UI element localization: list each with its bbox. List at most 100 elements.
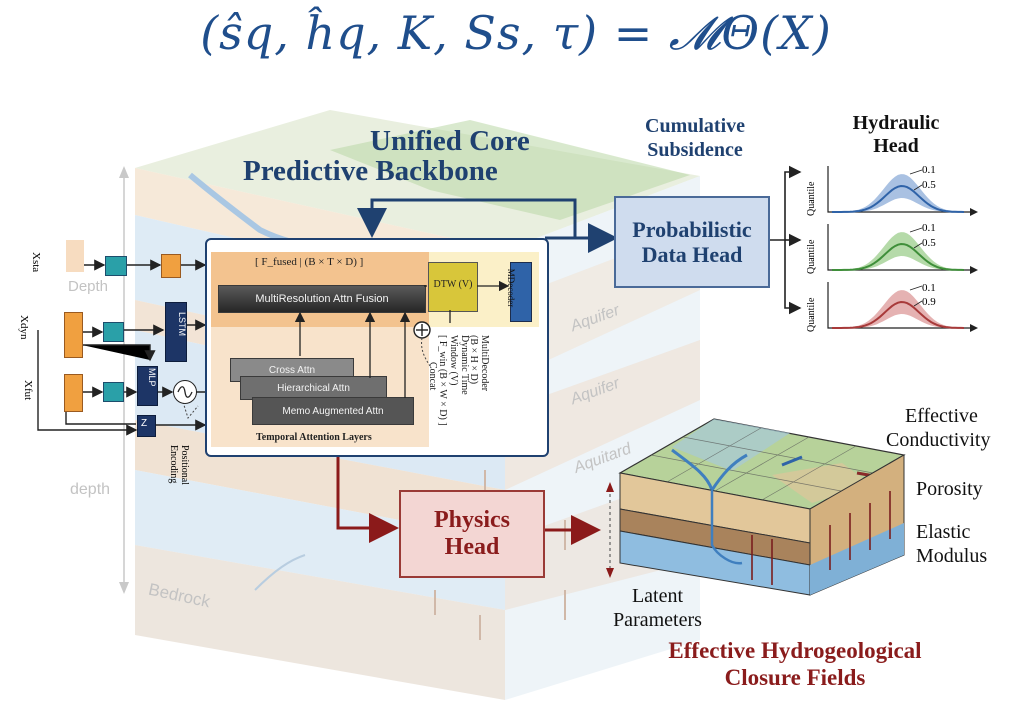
effective-conductivity-line2: Conductivity	[886, 429, 991, 451]
physics-head-line2: Head	[444, 534, 500, 560]
quantile-axis-arrow	[970, 208, 978, 216]
quantile-median-line	[832, 184, 965, 213]
prob-head-line2: Data Head	[641, 242, 743, 267]
dynamic-window-line1: Dynamic Time	[459, 335, 470, 395]
quantile-leader-line	[909, 169, 923, 175]
hydrogeological-field-cube	[618, 418, 906, 596]
dtw-block: DTW (V)	[428, 262, 478, 312]
quantile-axis	[827, 224, 970, 271]
xdyn-label: Xdyn	[18, 315, 30, 340]
positional-encoding-line2: Encoding	[168, 445, 179, 484]
elastic-modulus-line2: Modulus	[916, 545, 988, 567]
wire-xdyn-left-bus	[37, 330, 138, 436]
hydraulic-line2: Head	[873, 135, 919, 157]
stratum-bedrock	[135, 545, 505, 700]
prob-head-line1: Probabilistic	[632, 217, 752, 242]
quantile-1-label-a: 0.1	[922, 164, 936, 176]
latent-line1: Latent	[631, 585, 684, 607]
quantile-band	[832, 174, 964, 212]
closure-fields-title: Effective Hydrogeological Closure Fields	[630, 637, 960, 691]
right-face-band-2	[505, 340, 700, 490]
quantile-leader-line	[909, 285, 923, 291]
xsta-label: Xsta	[30, 252, 42, 273]
depth-axis-top-arrow	[119, 166, 129, 178]
quantile-2-ylabel: Quantile	[806, 239, 817, 274]
quantile-axis	[827, 282, 970, 329]
positional-encoding-label: Positional Encoding	[168, 445, 190, 485]
quantile-band	[832, 290, 964, 328]
effective-conductivity-line1: Effective	[905, 405, 978, 427]
quantile-axis-arrow	[970, 324, 978, 332]
pe-dashed-feed	[182, 401, 199, 420]
cube-conduit	[710, 490, 743, 565]
mlp-block-top	[161, 254, 181, 278]
sine-wave-icon	[177, 386, 193, 398]
multidecoder-annotation-line1: MultiDecoder	[479, 335, 490, 392]
wire-xfut-z	[65, 410, 136, 425]
dtw-block-label: DTW (V)	[433, 279, 473, 290]
model-formula: (ŝq, ĥq, K, Ss, τ) = 𝓜Θ(X)	[200, 6, 832, 60]
vsn-block-top	[105, 256, 127, 276]
vsn-block-middle	[103, 322, 124, 342]
quantile-3-label-b: 0.9	[922, 296, 936, 308]
dynamic-window-line2: Window (V)	[448, 335, 459, 386]
cube-top-field-tan	[772, 463, 872, 503]
closure-line1: Effective Hydrogeological	[668, 638, 922, 663]
elastic-modulus-line1: Elastic	[916, 521, 971, 543]
depth-label-bottom: depth	[70, 481, 111, 498]
dashed-range-bottom-head	[606, 568, 614, 578]
cube-vertical-arrows	[751, 491, 891, 585]
cube-top-grid	[650, 427, 874, 501]
quantile-plot-2	[827, 224, 978, 274]
quantile-3-label-a: 0.1	[922, 282, 936, 294]
quantile-leader-line	[913, 242, 923, 249]
vsn-block-bottom	[103, 382, 124, 402]
memo-attn-block: Memo Augmented Attn	[252, 397, 414, 425]
quantile-plot-3	[827, 282, 978, 332]
feedback-loop-arrow	[357, 198, 577, 238]
cumulative-line2: Subsidence	[647, 139, 743, 161]
cube-right-face-water	[810, 523, 904, 595]
hydraulic-line1: Hydraulic	[852, 112, 940, 134]
quantile-2-label-b: 0.5	[922, 237, 936, 249]
quantile-axis	[827, 166, 970, 213]
quantile-leader-line	[909, 227, 923, 233]
core-label-line2: Predictive Backbone	[243, 155, 498, 187]
multidecoder-annotation: MultiDecoder (B × H × D)	[468, 335, 490, 405]
fan-to-quantile-1	[768, 165, 802, 241]
positional-encoding-line1: Positional	[179, 445, 190, 486]
quantile-panel-1: Quantile 0.1 0.5	[806, 160, 980, 224]
z-block	[137, 415, 156, 437]
cube-flow-arrow-1	[781, 455, 803, 467]
wire-xdyn-down	[82, 344, 156, 362]
backbone-internal-arrows	[294, 280, 510, 398]
elastic-modulus-label: Elastic Modulus	[916, 520, 987, 568]
dynamic-window-annotation: Dynamic Time Window (V) [ F_win (B × W ×…	[437, 335, 470, 455]
concat-label: Concat	[427, 362, 438, 391]
depth-axis-bottom-arrow	[119, 582, 129, 594]
depth-label-top: Depth	[68, 278, 109, 295]
xdyn-tensor	[64, 312, 83, 358]
z-label: Z	[141, 418, 148, 429]
quantile-3-ylabel: Quantile	[806, 297, 817, 332]
fused-feature-label: [ F_fused | (B × T × D) ]	[255, 256, 364, 268]
physics-head-box: Physics Head	[399, 490, 545, 578]
porosity-label: Porosity	[916, 478, 983, 500]
hydraulic-head-label: Hydraulic Head	[826, 112, 966, 158]
mdecoder-block	[510, 262, 532, 322]
xsta-tensor	[66, 240, 84, 272]
xfut-label: Xfut	[22, 380, 34, 401]
mlp-block-bottom	[137, 366, 158, 406]
dynamic-window-line3: [ F_win (B × W × D) ]	[437, 335, 448, 426]
effective-conductivity-label: Effective Conductivity	[886, 404, 990, 452]
physics-head-line1: Physics	[433, 507, 510, 533]
hierarchical-attn-block: Hierarchical Attn	[240, 376, 387, 400]
quantile-median-line	[832, 242, 965, 271]
quantile-axis-arrow	[970, 266, 978, 274]
quantile-panel-3: Quantile 0.1 0.9	[806, 276, 980, 340]
cumulative-line1: Cumulative	[645, 115, 745, 137]
closure-line2: Closure Fields	[724, 665, 866, 690]
latent-parameters-label: Latent Parameters	[600, 584, 715, 632]
quantile-leader-line	[913, 184, 923, 191]
